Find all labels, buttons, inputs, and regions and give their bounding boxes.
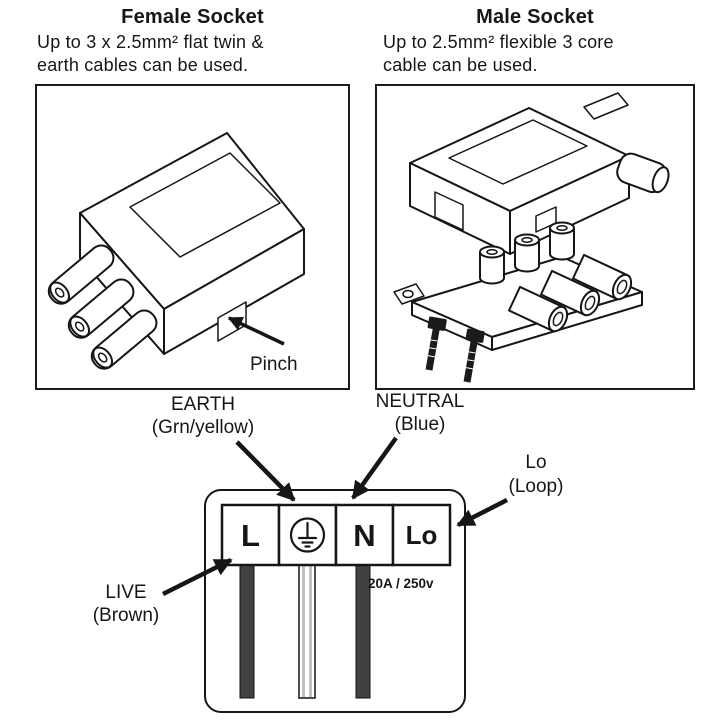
connector-lid-recess <box>129 152 281 258</box>
earth-wire-sleeve <box>298 564 316 699</box>
female-socket-title: Female Socket <box>121 6 264 28</box>
post-body <box>549 227 575 261</box>
post-body <box>479 251 505 285</box>
screw-1 <box>425 316 447 371</box>
screw-thread <box>430 339 438 342</box>
loop-terminal-letter: Lo <box>406 520 438 550</box>
loop-callout-sub: (Loop) <box>509 476 564 497</box>
male-desc-line2: cable can be used. <box>383 55 538 75</box>
neutral-terminal-letter: N <box>353 518 375 553</box>
screw-thread <box>427 355 435 358</box>
barrel-hole <box>616 279 628 295</box>
female-desc-line2: earth cables can be used. <box>37 55 249 75</box>
earth-arrow <box>235 440 296 502</box>
housing-lid-recess <box>448 119 588 185</box>
terminal-post-1 <box>479 245 505 285</box>
post-hole <box>521 237 533 243</box>
mounting-hole <box>402 289 414 299</box>
live-terminal-letter: L <box>241 518 260 553</box>
screw-2 <box>463 328 485 383</box>
housing-window <box>434 191 464 231</box>
screw-thread <box>467 359 475 362</box>
female-socket-frame: Pinch <box>35 84 350 390</box>
socket-barrel-3 <box>90 309 158 370</box>
connector-right-face <box>163 228 305 355</box>
post-hole <box>486 249 498 255</box>
male-socket-frame <box>375 84 695 390</box>
live-arrow <box>161 557 233 597</box>
gland-end <box>651 166 670 194</box>
screw-thread <box>429 347 437 350</box>
barrel-hole <box>74 321 85 332</box>
cable-gland <box>616 152 670 194</box>
male-socket-description: Up to 2.5mm² flexible 3 core cable can b… <box>383 31 713 77</box>
neutral-callout-label: NEUTRAL <box>376 391 465 412</box>
post-body <box>514 239 540 273</box>
screw-thread <box>468 351 476 354</box>
pinch-arrow <box>227 316 285 346</box>
earth-callout-label: EARTH <box>171 394 235 415</box>
female-desc-line1: Up to 3 x 2.5mm² flat twin & <box>37 32 264 52</box>
screw-head <box>465 328 485 343</box>
post-hole <box>556 225 568 231</box>
rating-text: 20A / 250v <box>368 576 434 591</box>
loop-arrow <box>456 497 509 528</box>
terminal-post-2 <box>514 233 540 273</box>
earth-symbol-circle <box>289 517 326 553</box>
male-socket-title: Male Socket <box>476 6 594 28</box>
socket-barrel-2 <box>67 278 135 339</box>
screw-shaft <box>425 328 440 371</box>
barrel-hole <box>584 295 596 311</box>
terminal-cell-neutral <box>334 503 395 567</box>
socket-barrel-1 <box>47 244 115 305</box>
terminal-post-3 <box>549 221 575 261</box>
terminal-cell-live <box>220 503 281 567</box>
screw-head <box>427 316 447 331</box>
neutral-callout-sub: (Blue) <box>395 414 446 435</box>
live-wire <box>239 564 255 699</box>
barrel-hole <box>54 287 65 298</box>
plate-barrel-2 <box>540 269 601 317</box>
live-callout-sub: (Brown) <box>93 605 160 626</box>
male-desc-line1: Up to 2.5mm² flexible 3 core <box>383 32 614 52</box>
plate-barrel-1 <box>572 253 633 301</box>
screw-thread <box>465 367 473 370</box>
terminal-cell-loop <box>391 503 452 567</box>
barrel-hole <box>97 352 108 363</box>
live-callout-label: LIVE <box>105 582 146 603</box>
pinch-label: Pinch <box>250 354 298 375</box>
neutral-arrow <box>351 436 398 500</box>
female-socket-description: Up to 3 x 2.5mm² flat twin & earth cable… <box>37 31 349 77</box>
earth-callout-sub: (Grn/yellow) <box>152 417 254 438</box>
terminal-wiring-diagram: EARTH (Grn/yellow) NEUTRAL (Blue) Lo (Lo… <box>93 391 564 713</box>
barrel-hole <box>552 311 564 327</box>
earth-symbol <box>289 517 326 553</box>
latch-clip <box>583 92 629 120</box>
female-connector-drawing: Pinch <box>47 132 305 375</box>
plate-barrel-3 <box>508 285 569 333</box>
earth-wire <box>298 564 316 699</box>
loop-callout-label: Lo <box>525 452 546 473</box>
male-connector-drawing <box>393 92 670 383</box>
screw-shaft <box>463 340 478 383</box>
